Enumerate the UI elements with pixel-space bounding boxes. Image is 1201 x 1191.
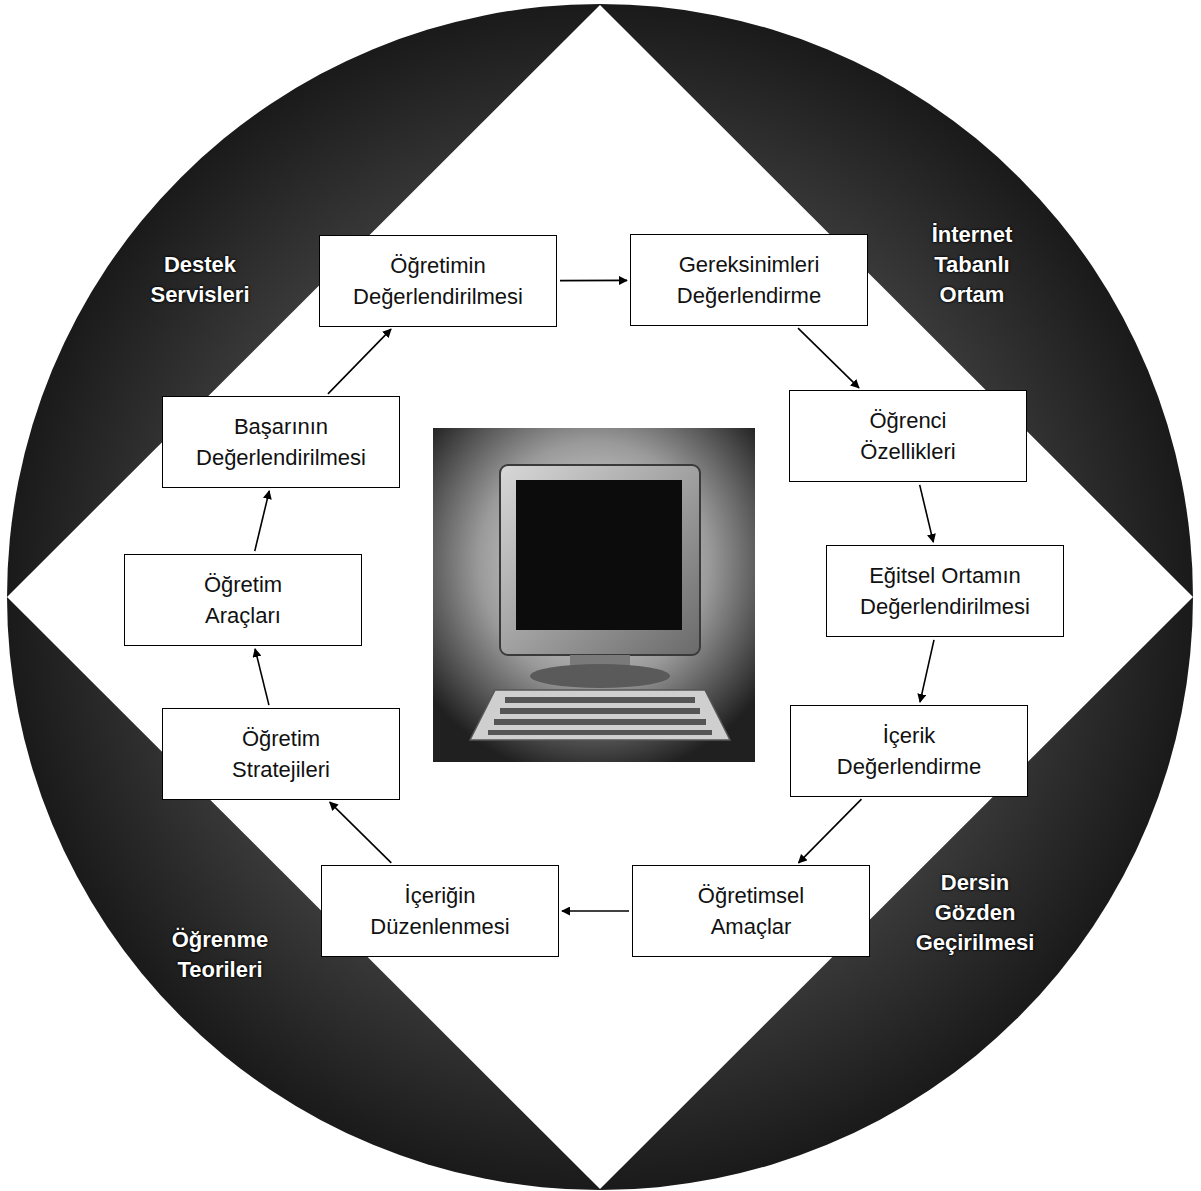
process-box: Öğretim Araçları bbox=[124, 554, 362, 646]
flow-arrow bbox=[920, 640, 934, 702]
box-content: Öğretimin Değerlendirilmesi bbox=[352, 250, 524, 312]
flow-arrow bbox=[328, 329, 391, 394]
process-box: Gereksinimleri Değerlendirme bbox=[630, 234, 868, 326]
box-label: Öğretimsel Amaçlar bbox=[697, 880, 806, 942]
region-label: Öğrenme Teorileri bbox=[150, 925, 290, 985]
box-label: Öğretim Stratejileri bbox=[231, 723, 331, 785]
flow-arrow bbox=[798, 328, 859, 388]
box-content: İçeriğin Düzenlenmesi bbox=[369, 880, 511, 942]
computer-photo bbox=[433, 428, 755, 762]
flow-arrow bbox=[255, 649, 269, 705]
flow-arrow bbox=[920, 485, 934, 542]
box-label: Öğretim Araçları bbox=[203, 569, 284, 631]
flow-arrow bbox=[799, 799, 862, 863]
box-content: Başarının Değerlendirilmesi bbox=[195, 411, 367, 473]
box-content: İçerik Değerlendirme bbox=[836, 720, 983, 782]
box-label: Gereksinimleri Değerlendirme bbox=[676, 249, 823, 311]
box-content: Eğitsel Ortamın Değerlendirilmesi bbox=[859, 560, 1031, 622]
process-box: İçerik Değerlendirme bbox=[790, 705, 1028, 797]
box-label: Başarının Değerlendirilmesi bbox=[195, 411, 367, 473]
flow-arrow bbox=[560, 280, 627, 282]
outer-circle bbox=[7, 4, 1193, 1190]
box-label: Öğretimin Değerlendirilmesi bbox=[352, 250, 524, 312]
box-content: Öğretimsel Amaçlar bbox=[697, 880, 806, 942]
region-label: İnternet Tabanlı Ortam bbox=[912, 220, 1032, 310]
box-label: Eğitsel Ortamın Değerlendirilmesi bbox=[859, 560, 1031, 622]
process-box: İçeriğin Düzenlenmesi bbox=[321, 865, 559, 957]
box-content: Öğretim Stratejileri bbox=[231, 723, 331, 785]
region-label: Destek Servisleri bbox=[135, 250, 265, 310]
region-label: Dersin Gözden Geçirilmesi bbox=[900, 868, 1050, 958]
box-label: İçerik Değerlendirme bbox=[836, 720, 983, 782]
flow-arrow bbox=[330, 802, 392, 863]
process-box: Eğitsel Ortamın Değerlendirilmesi bbox=[826, 545, 1064, 637]
box-content: Gereksinimleri Değerlendirme bbox=[676, 249, 823, 311]
box-content: Öğretim Araçları bbox=[203, 569, 284, 631]
process-box: Öğretimsel Amaçlar bbox=[632, 865, 870, 957]
inner-diamond bbox=[7, 5, 1193, 1189]
flow-arrow bbox=[255, 491, 269, 551]
process-box: Başarının Değerlendirilmesi bbox=[162, 396, 400, 488]
box-label: İçeriğin Düzenlenmesi bbox=[369, 880, 511, 942]
flow-arrow bbox=[562, 910, 629, 912]
box-content: Öğrenci Özellikleri bbox=[859, 405, 957, 467]
process-box: Öğretim Stratejileri bbox=[162, 708, 400, 800]
box-label: Öğrenci Özellikleri bbox=[859, 405, 957, 467]
process-box: Öğrenci Özellikleri bbox=[789, 390, 1027, 482]
process-box: Öğretimin Değerlendirilmesi bbox=[319, 235, 557, 327]
